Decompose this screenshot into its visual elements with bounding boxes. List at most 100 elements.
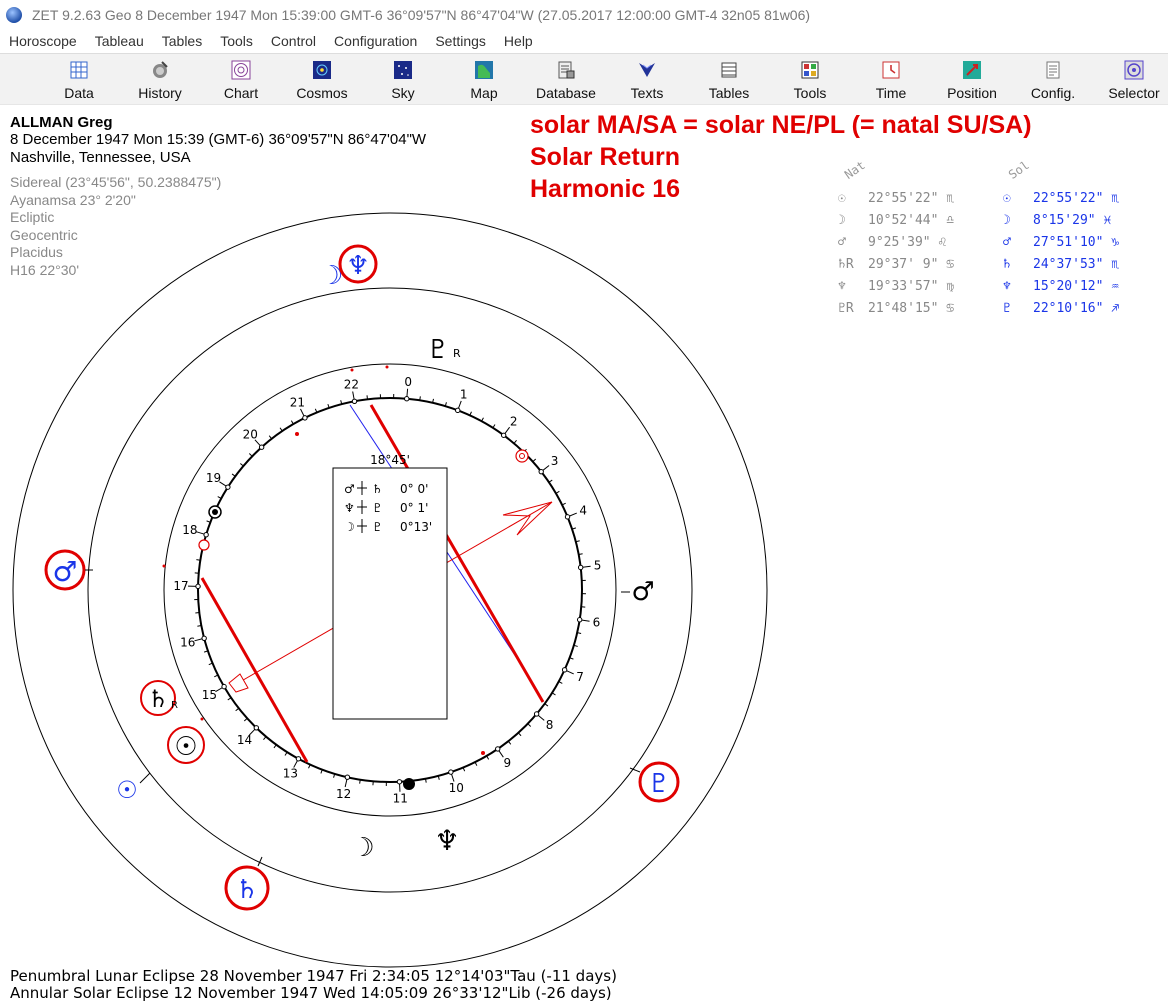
dial-number: 1 (460, 387, 468, 401)
natal-sun-glyph[interactable]: ☉ (174, 732, 197, 762)
solar-sun-glyph[interactable]: ☉ (116, 776, 138, 804)
dial-number: 11 (393, 792, 408, 806)
dial-minor-tick (469, 411, 472, 416)
solar-pluto-symbol: ♇ (1003, 301, 1011, 316)
midpoint-axis-1 (369, 404, 545, 703)
dial-minor-tick (279, 427, 283, 432)
toolbar-position-label: Position (947, 85, 997, 101)
natal-moon-position: 10°52'44" ♎ (868, 213, 955, 228)
natal-mars-symbol: ♂ (838, 235, 846, 250)
aspect-3-planet-a: ☽ (344, 520, 355, 534)
planet-row: ☉ 22°55'22" ♏ ☉ 22°55'22" ♏ (836, 191, 1146, 213)
dial-minor-tick (551, 692, 556, 696)
solar-neptune-glyph[interactable]: ♆ (346, 251, 369, 281)
natal-pluto-glyph[interactable]: ♇ (426, 335, 449, 365)
dial-minor-tick (444, 402, 447, 407)
natal-neptune-symbol: ♆ (838, 279, 846, 294)
toolbar-data-label: Data (64, 85, 94, 101)
menu-horoscope[interactable]: Horoscope (9, 33, 77, 49)
dial-point (195, 583, 201, 590)
dial-point (577, 564, 584, 571)
planet-table: Nat Sol ☉ 22°55'22" ♏ ☉ 22°55'22" ♏ ☽ 10… (836, 153, 1146, 323)
menu-tables[interactable]: Tables (161, 33, 203, 49)
solar-saturn-glyph[interactable]: ♄ (235, 875, 258, 905)
menu-settings[interactable]: Settings (435, 33, 486, 49)
natal-neptune-glyph[interactable]: ♆ (434, 824, 459, 857)
aspect-2-planet-b: ♇ (372, 501, 383, 515)
dial-minor-tick (340, 400, 343, 405)
menu-control[interactable]: Control (270, 33, 317, 49)
menu-tools[interactable]: Tools (220, 33, 253, 49)
planet-row: ♆ 19°33'57" ♍ ♆ 15°20'12" ♒ (836, 279, 1146, 301)
dial-point (203, 532, 209, 538)
dial-number: 21 (290, 396, 305, 410)
toolbar-tools-button[interactable]: Tools (770, 58, 850, 102)
menu-configuration[interactable]: Configuration (334, 33, 418, 49)
aspect-2-planet-a: ♆ (344, 501, 355, 515)
dial-minor-tick (527, 723, 532, 727)
data-icon (70, 61, 88, 79)
selector-icon (1124, 60, 1144, 80)
solar-pluto-glyph[interactable]: ♇ (647, 769, 670, 799)
dial-ring (197, 397, 583, 783)
dial-point (533, 711, 540, 717)
toolbar-sky-button[interactable]: Sky (363, 58, 443, 102)
toolbar-config-button[interactable]: Config. (1013, 58, 1093, 102)
dial-point (455, 407, 461, 414)
toolbar-time-button[interactable]: Time (851, 58, 931, 102)
texts-icon (639, 63, 655, 77)
toolbar-tables-button[interactable]: Tables (689, 58, 769, 102)
cosmos-icon (313, 61, 331, 79)
natal-sun-position: 22°55'22" ♏ (868, 191, 955, 206)
dial-number: 13 (283, 767, 298, 781)
dial-number: 22 (344, 378, 359, 392)
menu-help[interactable]: Help (503, 33, 533, 49)
dial-minor-tick (424, 778, 427, 783)
aspect-1-planet-b: ♄ (372, 482, 383, 496)
annotation-solar-return: Solar Return (530, 143, 681, 171)
natal-moon-glyph[interactable]: ☽ (351, 833, 374, 863)
natal-pluto-position: 21°48'15" ♋ (868, 301, 955, 316)
menu-tableau[interactable]: Tableau (94, 33, 144, 49)
tables-icon (721, 62, 737, 78)
midpoint-axis-2 (200, 577, 309, 763)
dial-minor-tick (486, 755, 490, 760)
annotation-notes: solar MA/SA = solar NE/PL (= natal SU/SA… (530, 109, 1032, 205)
solar-mars-glyph[interactable]: ♂ (52, 555, 77, 588)
toolbar-position-button[interactable]: Position (932, 58, 1012, 102)
natal-mars-glyph[interactable]: ♂ (631, 577, 654, 607)
dial-minor-tick (507, 740, 512, 745)
dial-minor-tick (308, 764, 311, 769)
dial-minor-tick (197, 624, 202, 627)
person-place: Nashville, Tennessee, USA (10, 149, 191, 166)
toolbar-selector-button[interactable]: Selector (1094, 58, 1168, 102)
dial-number: 2 (510, 415, 518, 429)
toolbar-database-button[interactable]: Database (526, 58, 606, 102)
natal-saturn-position: 29°37' 9" ♋ (868, 257, 955, 272)
dial-minor-tick (359, 779, 361, 784)
annotation-harmonic: Harmonic 16 (530, 175, 681, 203)
toolbar-chart-button[interactable]: Chart (201, 58, 281, 102)
solar-mars-position: 27°51'10" ♑ (1033, 235, 1120, 250)
aspect-3-planet-b: ♇ (372, 520, 383, 534)
toolbar-texts-button[interactable]: Texts (607, 58, 687, 102)
natal-marker (198, 539, 210, 551)
toolbar-map-button[interactable]: Map (444, 58, 524, 102)
toolbar-history-button[interactable]: History (120, 58, 200, 102)
toolbar-data-button[interactable]: Data (39, 58, 119, 102)
toolbar-cosmos-button[interactable]: Cosmos (282, 58, 362, 102)
toolbar-sky-label: Sky (391, 85, 415, 101)
dial-minor-tick (196, 559, 201, 561)
pointer-arrowhead (502, 501, 553, 536)
dial-minor-tick (432, 398, 434, 403)
setting-coordinates: Ecliptic (10, 209, 55, 225)
highlight-solar-neptune (338, 244, 378, 284)
natal-saturn-glyph[interactable]: ♄ (147, 685, 169, 713)
dial-point (351, 398, 358, 405)
dial-minor-tick (268, 435, 273, 440)
dial-minor-tick (217, 496, 222, 499)
dial-minor-tick (419, 396, 421, 401)
dial-minor-tick (333, 773, 336, 778)
solar-moon-glyph[interactable]: ☽ (320, 261, 343, 291)
